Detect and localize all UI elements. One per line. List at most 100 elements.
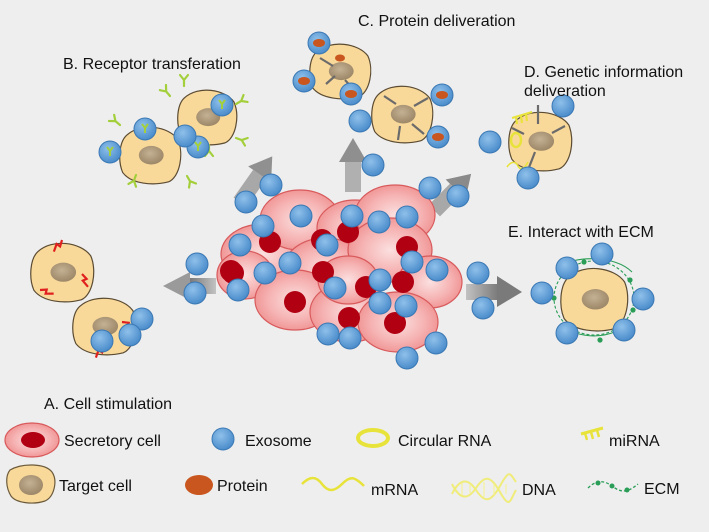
exosome xyxy=(323,276,347,300)
exosome xyxy=(418,176,442,200)
legend-ecm-label: ECM xyxy=(644,481,680,498)
stimulus-bolt-icon xyxy=(52,239,64,252)
protein-icon xyxy=(432,133,444,141)
legend-dna: DNA xyxy=(451,473,556,503)
legend-target-cell: Target cell xyxy=(6,464,132,504)
arrow-to-ecm xyxy=(466,276,522,307)
section-d-label-line1: D. Genetic information xyxy=(524,64,683,81)
legend-target-label: Target cell xyxy=(59,478,132,495)
section-b-label: B. Receptor transferation xyxy=(63,56,241,73)
exosome xyxy=(425,258,449,282)
target-nucleus xyxy=(528,131,555,151)
exosome xyxy=(259,173,283,197)
legend-mrna: mRNA xyxy=(301,476,418,499)
exosome-icon xyxy=(211,427,235,451)
section-c-label: C. Protein deliveration xyxy=(358,13,515,30)
exosome xyxy=(118,323,142,347)
mirna-icon xyxy=(580,426,604,441)
exosome xyxy=(315,233,339,257)
receptor-cell-1 xyxy=(107,113,198,189)
genetic-cell xyxy=(506,105,573,172)
exosome xyxy=(289,204,313,228)
receptor-icon xyxy=(178,73,190,88)
exosome xyxy=(185,252,209,276)
exosome xyxy=(478,130,502,154)
ecm-node xyxy=(627,277,633,283)
arrow-icon xyxy=(396,125,402,141)
exosome xyxy=(251,214,275,238)
target-nucleus xyxy=(138,145,164,165)
target-nucleus xyxy=(50,262,77,282)
protein-icon xyxy=(298,77,310,85)
exosome xyxy=(348,109,372,133)
protein-icon xyxy=(313,39,325,47)
mirna-icon xyxy=(511,110,533,125)
exosome xyxy=(631,287,655,311)
target-cells-group xyxy=(30,43,636,358)
arrow-to-protein-delivery xyxy=(339,138,367,192)
legend-ecm: ECM xyxy=(587,480,680,498)
legend-protein-label: Protein xyxy=(217,478,268,495)
exosome xyxy=(395,205,419,229)
exosome xyxy=(612,318,636,342)
receptor-icon xyxy=(185,174,198,189)
exosome xyxy=(471,296,495,320)
legend-mrna-label: mRNA xyxy=(371,482,418,499)
secretory-nucleus xyxy=(338,307,360,329)
exosome xyxy=(361,153,385,177)
stimulus-bolt-icon xyxy=(80,273,89,288)
legend-mirna-label: miRNA xyxy=(609,433,660,450)
protein-icon xyxy=(335,54,345,62)
stimulated-cell-2 xyxy=(72,297,137,358)
section-e-label: E. Interact with ECM xyxy=(508,224,654,241)
exosome xyxy=(338,326,362,350)
exosome xyxy=(516,166,540,190)
secretory-nucleus xyxy=(384,312,406,334)
receptor-icon xyxy=(218,99,226,109)
receptor-icon xyxy=(106,146,114,156)
exosomes-group xyxy=(90,31,655,370)
exosome xyxy=(173,124,197,148)
legend-protein: Protein xyxy=(185,475,268,495)
protein-icon xyxy=(185,475,213,495)
exosome xyxy=(551,94,575,118)
exosome xyxy=(367,210,391,234)
exosome xyxy=(228,233,252,257)
mrna-icon xyxy=(301,476,365,492)
exosome xyxy=(183,281,207,305)
receptor-icon xyxy=(234,93,249,106)
legend-circular-rna: Circular RNA xyxy=(356,428,492,450)
ecm-node xyxy=(630,307,636,313)
target-nucleus xyxy=(328,62,354,81)
legend: Secretory cell Exosome Circular RNA miRN… xyxy=(4,422,680,504)
exosome xyxy=(466,261,490,285)
receptor-icon xyxy=(234,136,249,147)
secretory-nucleus xyxy=(392,271,414,293)
legend-circular-rna-label: Circular RNA xyxy=(398,433,492,450)
receptor-icon xyxy=(158,83,172,98)
exosome xyxy=(530,281,554,305)
exosome xyxy=(316,322,340,346)
receptor-icon xyxy=(127,173,138,188)
receptor-icon xyxy=(141,123,149,133)
arrow-icon xyxy=(413,97,429,107)
legend-secretory-cell: Secretory cell xyxy=(4,422,161,458)
ecm-icon xyxy=(587,480,639,493)
exosome xyxy=(253,261,277,285)
exosome xyxy=(90,329,114,353)
exosome xyxy=(424,331,448,355)
target-nucleus xyxy=(581,289,609,310)
exosome xyxy=(394,294,418,318)
arrow-icon xyxy=(551,125,566,134)
secretory-nucleus xyxy=(220,260,242,282)
legend-exosome-label: Exosome xyxy=(245,433,312,450)
legend-dna-label: DNA xyxy=(522,482,556,499)
arrow-icon xyxy=(411,123,425,135)
legend-exosome: Exosome xyxy=(211,427,312,451)
target-nucleus xyxy=(390,104,416,124)
exosome xyxy=(368,268,392,292)
protein-icon xyxy=(436,91,448,99)
exosome xyxy=(400,250,424,274)
exosome xyxy=(226,278,250,302)
